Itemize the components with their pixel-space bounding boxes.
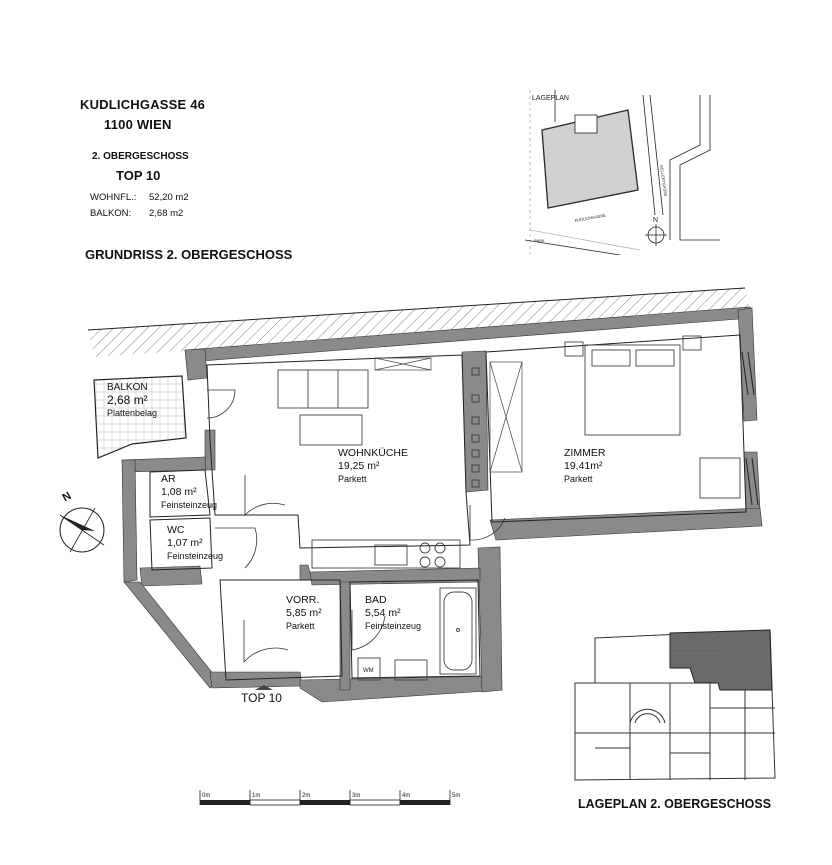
door-balcony [206,389,236,419]
room-wohnkueche-name: WOHNKÜCHE [338,447,408,459]
entrance-label: TOP 10 [241,691,282,705]
site-plan-street-2: GELLERTGASSE [659,164,668,197]
room-bad: BAD 5,54 m² Feinsteinzeug [365,594,421,633]
neighbour-hatch [88,288,750,357]
room-wc-floor: Feinsteinzeug [167,551,224,561]
scale-bar: 0m 1m 2m 3m 4m 5m [199,790,460,806]
address-line-1: KUDLICHGASSE 46 [80,97,206,112]
room-wohnkueche: WOHNKÜCHE 19,25 m² Parkett [338,447,408,486]
floor-locator-highlight [669,629,773,691]
shelf-icon [374,357,432,371]
bed-icon [564,335,702,436]
floor-locator [574,629,776,781]
room-balkon-name: BALKON [107,382,148,393]
room-bad-floor: Feinsteinzeug [365,621,422,631]
table-icon [299,414,363,446]
unit-label: TOP 10 [116,168,161,183]
room-zimmer-area: 19,41m² [564,460,603,472]
desk-icon [699,457,741,499]
address-line-2: 1100 WIEN [104,117,172,132]
north-arrow-icon [59,507,105,553]
scale-tick-5: 5m [452,793,460,799]
entrance-arrow-icon [255,685,273,690]
door-wc [215,527,258,569]
door-entrance [243,620,289,664]
room-balkon: BALKON 2,68 m² Plattenbelag [107,381,157,420]
scale-tick-0: 0m [202,793,210,799]
room-vorr-floor: Parkett [286,621,315,631]
room-ar-area: 1,08 m² [161,486,197,498]
room-vorr-area: 5,85 m² [286,607,322,619]
site-plan: LAGEPLAN KUDLICHGASSE GELLERTGASSE PARK … [524,90,720,255]
scale-tick-4: 4m [402,793,410,799]
site-plan-street-3: PARK [534,238,545,243]
floor-locator-title: LAGEPLAN 2. OBERGESCHOSS [578,797,772,811]
wohnfl-value: 52,20 m2 [149,192,189,203]
room-wc-name: WC [167,524,185,536]
wohnfl-label: WOHNFL.: [90,192,137,203]
bathtub-icon [439,587,477,675]
washer-label: WM [363,668,374,674]
room-balkon-area: 2,68 m² [107,393,148,407]
plan-title: GRUNDRISS 2. OBERGESCHOSS [85,247,293,262]
door-zimmer [469,505,506,541]
site-plan-label: LAGEPLAN [532,95,569,102]
property-line [87,287,746,331]
room-ar: AR 1,08 m² Feinsteinzeug [161,473,217,512]
room-ar-name: AR [161,473,176,485]
scale-tick-1: 1m [252,793,260,799]
room-bad-name: BAD [365,594,387,606]
room-wc: WC 1,07 m² Feinsteinzeug [167,524,223,563]
room-wohnkueche-area: 19,25 m² [338,460,380,472]
scale-tick-3: 3m [352,793,360,799]
balkon-label: BALKON: [90,208,132,219]
room-balkon-floor: Plattenbelag [107,408,158,418]
door-ar [244,475,286,516]
room-vorr-name: VORR. [286,594,320,606]
balkon-value: 2,68 m2 [149,208,184,219]
svg-text:N: N [653,217,658,224]
scale-tick-2: 2m [302,793,310,799]
floor-label: 2. OBERGESCHOSS [92,151,189,162]
room-zimmer-name: ZIMMER [564,447,606,459]
wardrobe-icon [489,361,523,473]
room-wohnkueche-floor: Parkett [338,474,367,484]
room-wc-area: 1,07 m² [167,537,203,549]
windows [741,351,759,506]
sink-icon [394,659,428,681]
washer-icon [357,657,381,681]
site-plan-north-arrow-icon: N [645,217,667,246]
kitchen-counter-icon [311,539,461,569]
vent-icons [471,367,480,488]
door-bad [351,610,386,651]
room-zimmer-floor: Parkett [564,474,593,484]
door-swings [206,389,506,664]
room-vorr: VORR. 5,85 m² Parkett [286,594,322,633]
room-ar-floor: Feinsteinzeug [161,500,218,510]
room-bad-area: 5,54 m² [365,607,401,619]
balcony-outline [93,375,187,459]
room-zimmer: ZIMMER 19,41m² Parkett [564,447,605,486]
walls [121,306,763,703]
sofa-icon [277,369,369,409]
site-plan-street-1: KUDLICHGASSE [574,213,606,223]
